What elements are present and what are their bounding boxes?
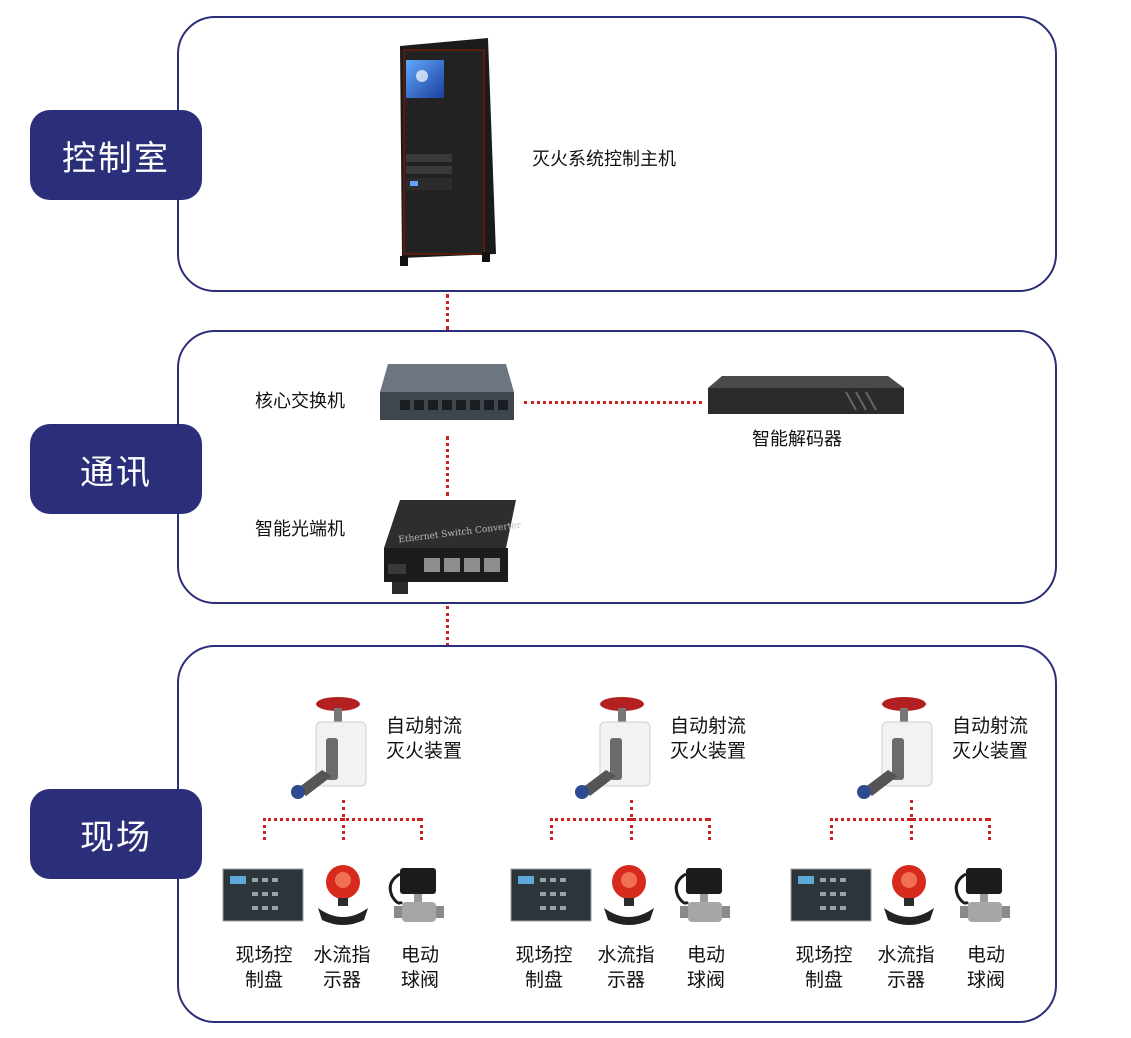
optical-label: 智能光端机	[255, 519, 345, 540]
electric-valve-icon	[674, 868, 730, 922]
host-label: 灭火系统控制主机	[532, 149, 676, 170]
jet-device-icon	[857, 697, 933, 799]
flow-indicator-label: 水流指 示器	[597, 944, 655, 991]
jet-device-icon	[575, 697, 651, 799]
drop-flow	[910, 818, 913, 840]
drop-flow	[630, 818, 633, 840]
control-panel-label: 现场控 制盘	[795, 944, 853, 991]
control-panel-label: 现场控 制盘	[235, 944, 293, 991]
valve-label: 电动 球阀	[400, 944, 439, 991]
link-switch-optical	[446, 436, 449, 496]
electric-valve-icon	[954, 868, 1010, 922]
bus-line	[550, 818, 708, 821]
drop-panel	[263, 818, 266, 840]
control-room-panel	[177, 16, 1057, 292]
drop-valve	[988, 818, 991, 840]
link-control-comm	[446, 294, 449, 330]
drop-panel	[550, 818, 553, 840]
control-panel-label: 现场控 制盘	[515, 944, 573, 991]
control-panel-icon	[790, 868, 872, 922]
drop-valve	[420, 818, 423, 840]
zone-tab-control-room: 控制室	[30, 110, 202, 200]
link-comm-field	[446, 606, 449, 646]
jet-link	[630, 800, 633, 817]
drop-panel	[830, 818, 833, 840]
flow-indicator-label: 水流指 示器	[313, 944, 371, 991]
jet-label: 自动射流 灭火装置	[952, 715, 1029, 762]
zone-tab-field: 现场	[30, 789, 202, 879]
zone-tab-communication: 通讯	[30, 424, 202, 514]
valve-label: 电动 球阀	[686, 944, 725, 991]
jet-link	[342, 800, 345, 817]
valve-label: 电动 球阀	[966, 944, 1005, 991]
water-flow-indicator-icon	[604, 865, 654, 925]
decoder-icon	[708, 376, 904, 414]
communication-panel	[177, 330, 1057, 604]
jet-device-icon	[291, 697, 367, 799]
jet-link	[910, 800, 913, 817]
core-switch-label: 核心交换机	[255, 391, 345, 412]
flow-indicator-label: 水流指 示器	[877, 944, 935, 991]
electric-valve-icon	[388, 868, 444, 922]
optical-transceiver-icon	[384, 500, 516, 594]
bus-line	[263, 818, 420, 821]
drop-flow	[342, 818, 345, 840]
jet-label: 自动射流 灭火装置	[386, 715, 463, 762]
control-cabinet-icon	[400, 38, 496, 266]
drop-valve	[708, 818, 711, 840]
link-switch-decoder	[524, 401, 702, 404]
control-panel-icon	[510, 868, 592, 922]
water-flow-indicator-icon	[884, 865, 934, 925]
core-switch-icon	[380, 364, 514, 420]
jet-label: 自动射流 灭火装置	[670, 715, 747, 762]
bus-line	[830, 818, 988, 821]
decoder-label: 智能解码器	[752, 429, 842, 450]
control-panel-icon	[222, 868, 304, 922]
water-flow-indicator-icon	[318, 865, 368, 925]
